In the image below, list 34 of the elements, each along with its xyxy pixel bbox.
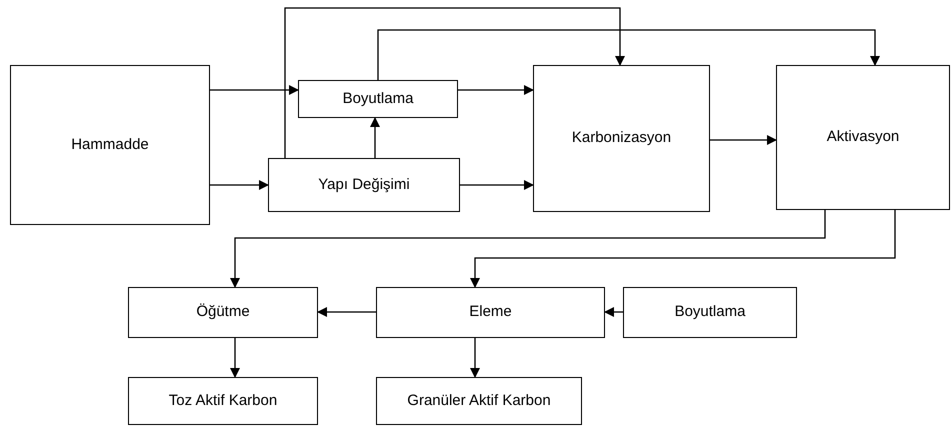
box-label: Eleme — [469, 302, 512, 322]
box-label: Hammadde — [71, 134, 149, 155]
box-label: Aktivasyon — [826, 127, 900, 148]
process-box — [376, 377, 582, 425]
arrow — [377, 29, 880, 80]
arrow — [460, 180, 534, 190]
box-label: Karbonizasyon — [572, 128, 672, 148]
arrow — [284, 7, 625, 158]
box-label: Toz Aktif Karbon — [168, 390, 278, 411]
arrow — [470, 210, 896, 288]
arrow — [230, 210, 826, 288]
arrow — [317, 307, 376, 317]
box-label: Yapı Değişimi — [318, 174, 410, 195]
process-box — [268, 158, 460, 212]
arrow — [458, 85, 534, 95]
process-box — [376, 287, 605, 338]
arrow — [370, 117, 380, 158]
arrow — [710, 135, 777, 145]
box-label: Öğütme — [196, 302, 250, 322]
arrow — [230, 338, 240, 378]
process-box — [128, 377, 318, 425]
process-box — [128, 287, 318, 338]
process-box — [623, 287, 797, 338]
box-label: Granüler Aktif Karbon — [407, 390, 551, 411]
arrow — [604, 307, 623, 317]
arrow — [210, 180, 269, 190]
process-box — [533, 65, 710, 212]
arrow — [210, 85, 299, 95]
process-box — [298, 80, 458, 118]
process-box — [10, 65, 210, 225]
box-label: Boyutlama — [342, 88, 414, 109]
arrow — [470, 338, 480, 378]
process-box — [776, 65, 950, 210]
box-label: Boyutlama — [674, 302, 746, 322]
